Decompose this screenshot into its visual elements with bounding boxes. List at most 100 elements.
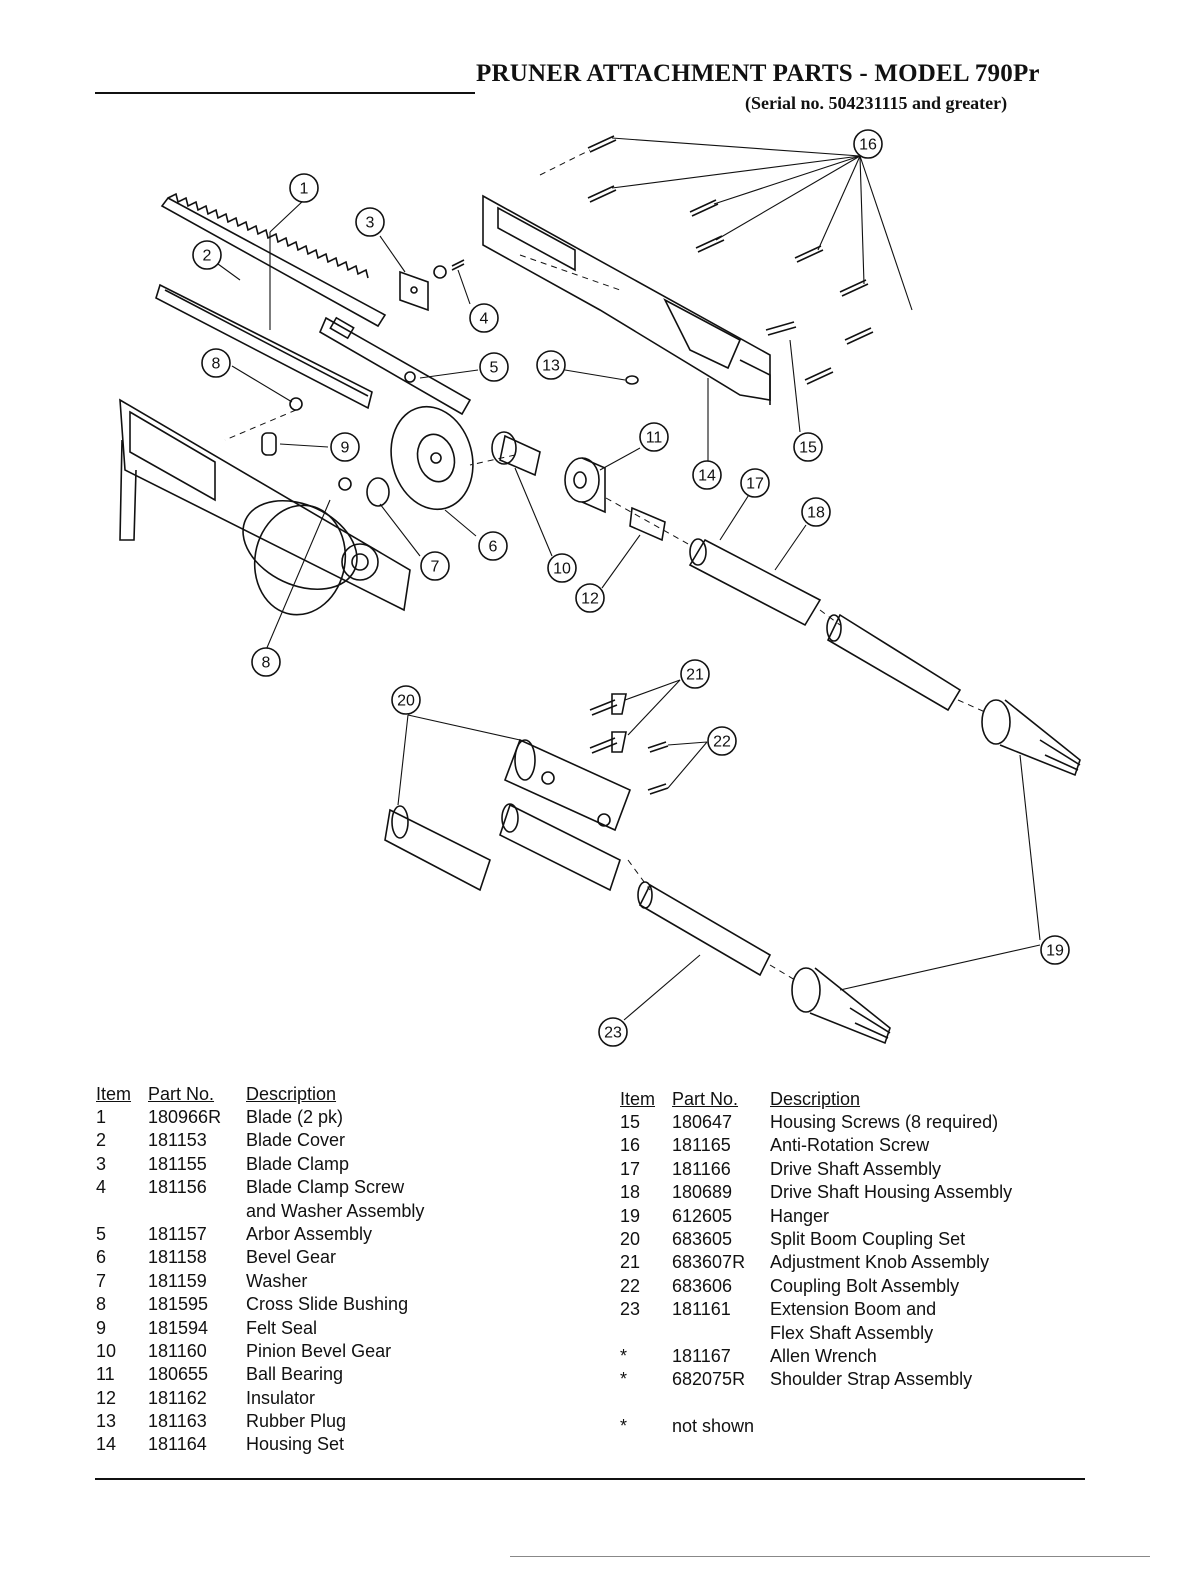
page-subtitle: (Serial no. 504231115 and greater) [745, 93, 1008, 113]
callout-number: 8 [212, 356, 221, 373]
row-description: Drive Shaft Assembly [770, 1158, 942, 1179]
row-part-no: 181595 [148, 1294, 209, 1315]
callout-number: 2 [203, 248, 212, 265]
callout-number: 1 [300, 181, 309, 198]
row-item: 20 [620, 1228, 641, 1249]
row-item: * [620, 1345, 628, 1366]
row-part-no: 181164 [148, 1434, 207, 1455]
callout-number: 20 [397, 693, 415, 710]
row-description: Ball Bearing [246, 1364, 344, 1385]
row-part-no: 180655 [148, 1364, 209, 1385]
callout-circle [1040, 935, 1070, 965]
row-part-no: 181163 [148, 1411, 207, 1432]
row-item: 12 [96, 1387, 117, 1408]
row-description: Blade Clamp Screw [246, 1177, 405, 1198]
callout-number: 15 [799, 440, 817, 457]
callout-number: 23 [604, 1025, 622, 1042]
upper-boom-drawing [826, 613, 962, 712]
saw-blade-drawing [160, 192, 387, 328]
blade-cover-drawing [155, 283, 373, 410]
callout-circle [420, 551, 450, 581]
row-item: 21 [620, 1252, 641, 1273]
hanger-lower-drawing [791, 967, 891, 1045]
row-item: * [620, 1369, 628, 1390]
row-part-no: 181162 [148, 1387, 207, 1408]
row-part-no [672, 1393, 770, 1416]
callout-number: 4 [480, 311, 489, 328]
row-item: 9 [96, 1317, 107, 1338]
row-description: Blade Cover [246, 1130, 346, 1151]
callout-number: 16 [859, 137, 877, 154]
row-description: and Washer Assembly [246, 1200, 425, 1221]
row-part-no: 181153 [148, 1130, 207, 1151]
header-item: Item [620, 1088, 656, 1109]
row-description: Blade Clamp [246, 1153, 350, 1174]
row-part-no: 683607R [672, 1252, 746, 1273]
housing-set-drawing [482, 194, 771, 405]
row-item: 11 [96, 1364, 115, 1385]
callout-circle [289, 173, 319, 203]
row-description: Arbor Assembly [246, 1223, 373, 1244]
row-part-no: not shown [672, 1416, 755, 1437]
row-part-no: 181155 [148, 1153, 207, 1174]
row-part-no: 612605 [672, 1205, 733, 1226]
callout-number: 17 [746, 476, 764, 493]
row-item: 3 [96, 1153, 107, 1174]
row-description: Flex Shaft Assembly [770, 1322, 934, 1343]
table-row: and Washer Assembly [96, 1201, 424, 1224]
row-part-no: 181157 [148, 1223, 207, 1244]
callout-number: 13 [542, 358, 560, 375]
callout-circle [740, 468, 770, 498]
hanger-upper-drawing [981, 699, 1081, 777]
row-description: Extension Boom and [770, 1299, 937, 1320]
extension-boom-drawing [637, 881, 772, 977]
header-rule [95, 92, 475, 94]
row-item: 1 [96, 1107, 107, 1127]
table-row [620, 1393, 1012, 1416]
row-part-no: 682075R [672, 1369, 746, 1390]
split-boom-coupling-drawing [384, 738, 632, 892]
row-part-no: 181158 [148, 1247, 207, 1268]
row-description: Washer [246, 1270, 308, 1291]
row-description: Cross Slide Bushing [246, 1294, 409, 1315]
row-part-no: 180647 [672, 1112, 733, 1132]
row-item: 16 [620, 1135, 641, 1156]
row-item: 18 [620, 1182, 641, 1203]
header-description: Description [246, 1083, 337, 1104]
knobs-bolts-drawing [589, 693, 669, 795]
row-description [770, 1416, 1012, 1439]
row-description: Bevel Gear [246, 1247, 337, 1268]
callout-circle [707, 726, 737, 756]
row-description: Pinion Bevel Gear [246, 1340, 392, 1361]
callout-circle [536, 350, 566, 380]
pinion-gear-drawing [491, 431, 541, 477]
callout-number: 21 [686, 667, 704, 684]
callout-number: 5 [490, 360, 499, 377]
callout-number: 8 [262, 655, 271, 672]
callout-number: 11 [646, 430, 663, 447]
row-description: Blade (2 pk) [246, 1107, 344, 1127]
row-description: Housing Set [246, 1434, 345, 1455]
header-description: Description [770, 1088, 861, 1109]
callout-circle [692, 460, 722, 490]
callout-number: 14 [698, 468, 716, 485]
header-part-no: Part No. [148, 1083, 215, 1104]
page-title: PRUNER ATTACHMENT PARTS - MODEL 790Pr [476, 60, 1040, 87]
arbor-drawing [318, 316, 472, 416]
callout-number: 12 [581, 591, 599, 608]
callout-number: 3 [366, 215, 375, 232]
felt-seal-drawing [261, 432, 277, 456]
row-part-no: 181165 [672, 1135, 731, 1156]
leader-lines [217, 137, 1041, 1021]
callout-circle [478, 531, 508, 561]
